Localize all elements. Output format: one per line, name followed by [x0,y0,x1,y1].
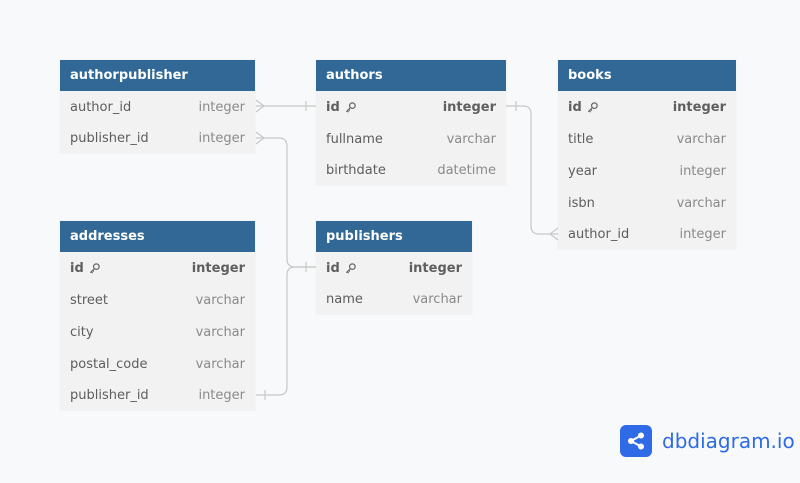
field-name: author_id [70,99,132,115]
table-header[interactable]: books [558,60,736,91]
field-type: varchar [676,195,726,211]
table-books[interactable]: books id integer title varchar year inte… [558,60,736,249]
field-name: name [326,291,363,307]
field-name: fullname [326,131,383,147]
field-name: title [568,131,594,147]
field-postal-code[interactable]: postal_code varchar [60,348,255,380]
field-name: id [568,99,582,115]
field-publisher-id[interactable]: publisher_id integer [60,380,255,410]
key-icon [345,101,356,113]
key-icon [587,101,598,113]
field-name: id [326,260,340,276]
field-name: publisher_id [70,130,149,146]
field-name: id [326,99,340,115]
many-crow-authorpublisher-publisher [255,131,265,145]
key-icon [345,262,356,274]
brand-logo[interactable]: dbdiagram.io [620,425,795,457]
field-type: integer [198,99,245,115]
many-crow-authorpublisher [255,99,265,113]
table-header[interactable]: authors [316,60,506,91]
field-title[interactable]: title varchar [558,123,736,155]
field-type: integer [198,387,245,403]
field-author-id[interactable]: author_id integer [558,219,736,249]
link-books-authors[interactable] [506,105,558,235]
field-type: varchar [446,131,496,147]
field-publisher-id[interactable]: publisher_id integer [60,123,255,153]
field-fullname[interactable]: fullname varchar [316,123,506,155]
field-type: integer [679,226,726,242]
field-type: varchar [195,324,245,340]
field-name: year [568,163,598,179]
field-type: varchar [195,356,245,372]
field-year[interactable]: year integer [558,155,736,187]
table-authors[interactable]: authors id integer fullname varchar birt… [316,60,506,185]
table-addresses[interactable]: addresses id integer street varchar city… [60,221,255,410]
field-type: varchar [676,131,726,147]
field-type: integer [191,260,245,276]
field-type: integer [679,163,726,179]
field-id[interactable]: id integer [316,252,472,284]
table-authorpublisher[interactable]: authorpublisher author_id integer publis… [60,60,255,153]
field-type: integer [408,260,462,276]
field-name: id [70,260,84,276]
field-type: integer [442,99,496,115]
field-type: varchar [195,292,245,308]
field-id[interactable]: id integer [316,91,506,123]
table-header[interactable]: addresses [60,221,255,252]
table-publishers[interactable]: publishers id integer name varchar [316,221,472,314]
field-name: birthdate [326,162,386,178]
table-header[interactable]: publishers [316,221,472,252]
field-name[interactable]: name varchar [316,284,472,314]
field-name: publisher_id [70,387,149,403]
field-id[interactable]: id integer [60,252,255,284]
field-id[interactable]: id integer [558,91,736,123]
field-name: postal_code [70,356,148,372]
field-name: author_id [568,226,630,242]
field-author-id[interactable]: author_id integer [60,91,255,123]
field-name: isbn [568,195,595,211]
field-birthdate[interactable]: birthdate datetime [316,155,506,185]
field-street[interactable]: street varchar [60,284,255,316]
field-type: varchar [412,291,462,307]
link-authorpublisher-publishers[interactable] [256,137,316,268]
field-type: integer [198,130,245,146]
field-type: datetime [437,162,496,178]
field-name: street [70,292,109,308]
key-icon [89,262,100,274]
field-city[interactable]: city varchar [60,316,255,348]
table-header[interactable]: authorpublisher [60,60,255,91]
field-type: integer [672,99,726,115]
link-addresses-publishers[interactable] [256,266,316,396]
share-nodes-icon [620,425,652,457]
field-isbn[interactable]: isbn varchar [558,187,736,219]
brand-text: dbdiagram.io [662,429,795,453]
many-crow-books [549,227,559,241]
field-name: city [70,324,94,340]
